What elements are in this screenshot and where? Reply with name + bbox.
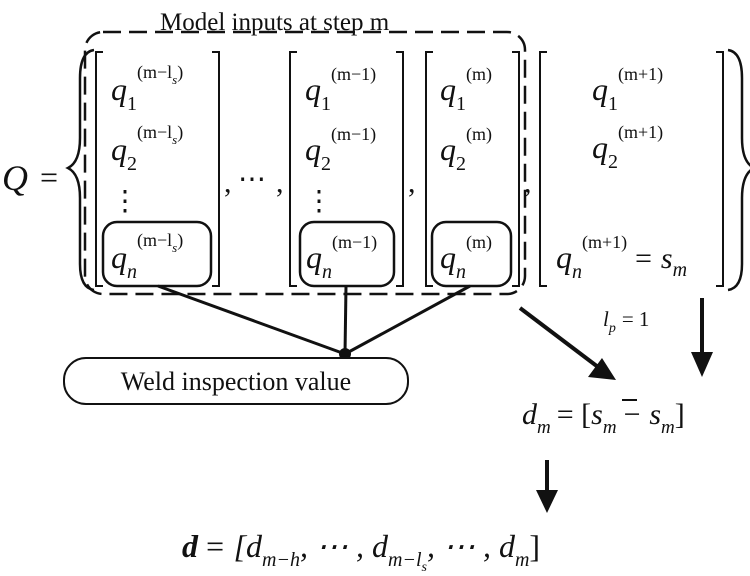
q2-col3: q2(m) bbox=[440, 124, 492, 175]
comma-3: , bbox=[408, 166, 416, 199]
column-2-entries: q1(m−1) q2(m−1) ⋮ qn(m−1) bbox=[298, 64, 396, 288]
qn-col3: qn(m) bbox=[440, 232, 492, 283]
column-4-entries: q1(m+1) q2(m+1) qn(m+1)= sm bbox=[556, 64, 687, 283]
left-curly-brace bbox=[65, 48, 95, 292]
connector-col2 bbox=[343, 285, 348, 355]
q1-col1: q1(m−ls) bbox=[111, 62, 183, 115]
qn-box-col2 bbox=[298, 220, 396, 288]
comma-2: , bbox=[276, 166, 284, 199]
bracket-right-col4 bbox=[716, 51, 724, 287]
equals-sign: = bbox=[40, 159, 58, 195]
qn-box-col1 bbox=[101, 220, 213, 288]
weld-inspection-box bbox=[63, 357, 409, 405]
bracket-left-col3 bbox=[425, 51, 433, 287]
vdots-col2: ⋮ bbox=[305, 186, 333, 217]
connector-col3 bbox=[344, 284, 471, 356]
q1-col2: q1(m−1) bbox=[305, 64, 376, 115]
column-1-entries: q1(m−ls) q2(m−ls) ⋮ qn(m−ls) bbox=[101, 62, 213, 288]
bracket-right-col2 bbox=[396, 51, 404, 287]
qn-col1: qn(m−ls) bbox=[111, 230, 183, 283]
arrow-down-1-head bbox=[691, 352, 713, 377]
arrow-down-2-head bbox=[536, 490, 558, 513]
d-vector-equation: d= [dm−h, ⋯ , dm−ls, ⋯ , dm] bbox=[182, 528, 540, 575]
q1-col3: q1(m) bbox=[440, 64, 492, 115]
q2-col2: q2(m−1) bbox=[305, 124, 376, 175]
ellipsis-between-columns: ⋯ bbox=[238, 164, 266, 195]
qn-box-col3 bbox=[430, 220, 513, 288]
q2-col4: q2(m+1) bbox=[592, 122, 663, 173]
qn-col2: qn(m−1) bbox=[306, 232, 377, 283]
vdots-col1: ⋮ bbox=[111, 186, 139, 217]
connector-col1 bbox=[157, 284, 346, 356]
model-inputs-dashed-box bbox=[83, 30, 527, 296]
bracket-left-col1 bbox=[95, 51, 103, 287]
bracket-right-col3 bbox=[512, 51, 520, 287]
bracket-left-col2 bbox=[289, 51, 297, 287]
arrow-diagonal-head bbox=[588, 358, 616, 380]
dm-equation: dm= [sm− sm] bbox=[522, 398, 685, 438]
weld-inspection-label: Weld inspection value bbox=[121, 367, 351, 396]
lp-equals-1: lp= 1 bbox=[603, 307, 649, 336]
column-3-entries: q1(m) q2(m) qn(m) bbox=[430, 64, 513, 288]
q-set-symbol: Q bbox=[2, 158, 28, 198]
comma-1: , bbox=[224, 166, 232, 199]
q1-col4: q1(m+1) bbox=[592, 64, 663, 115]
bracket-left-col4 bbox=[539, 51, 547, 287]
comma-4: , bbox=[524, 166, 532, 199]
arrow-diagonal-shaft bbox=[518, 306, 600, 369]
qn-col4-equals-sm: qn(m+1)= sm bbox=[556, 232, 687, 283]
right-curly-brace bbox=[727, 48, 750, 292]
bracket-right-col1 bbox=[212, 51, 220, 287]
q2-col1: q2(m−ls) bbox=[111, 122, 183, 175]
